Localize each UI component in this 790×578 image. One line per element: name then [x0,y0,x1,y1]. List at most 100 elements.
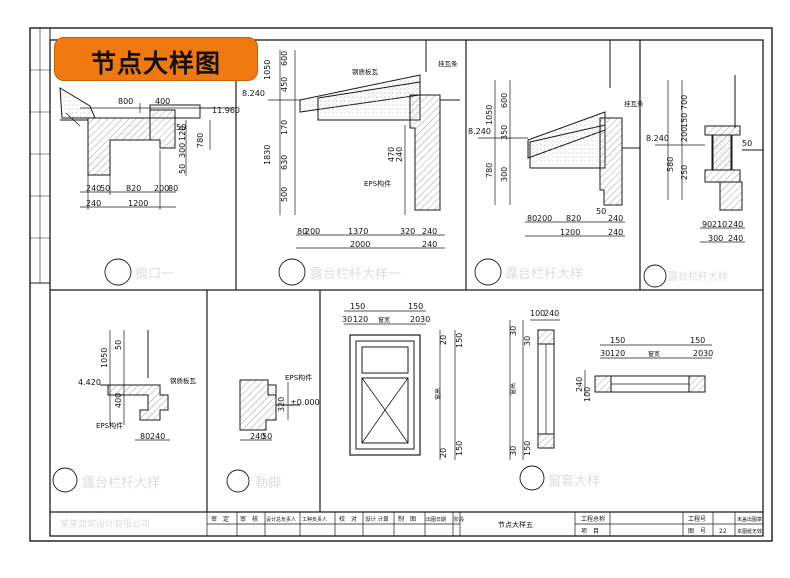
d3-dim-bot2-a: 1200 [560,228,580,237]
detail-7-window-elevation [344,310,456,460]
detail-4-balcony [643,75,763,288]
d1-dim-bot2-b: 1200 [128,199,148,208]
detail-9-window-surround [584,344,712,396]
d8-dim-right-a: 30 [509,446,518,456]
d4-dim-bot2-b: 240 [728,234,743,243]
title-block: 某某建筑设计有限公司 审 定 审 核 设计总负责人 工种负责人 校 对 设计 计… [60,515,762,535]
d4-dim-bot2-a: 300 [708,234,723,243]
d6-dim-240: 240 [250,432,265,441]
d2-elevation: 8.240 [242,89,265,98]
d4-dim-bot1-b: 210 [712,220,727,229]
d3-dim-300: 300 [500,167,509,182]
d1-dim-bot1-b: 50 [100,184,110,193]
d5-ghost-title: 露台栏杆大样 [82,476,160,491]
d5-label-tile: 钢质板瓦 [170,376,197,385]
d1-dim-right-b: 780 [196,133,205,148]
d4-dim-250: 250 [680,165,689,180]
d5-dim-400: 400 [114,393,123,408]
d9-dim-left-b: 100 [583,387,592,402]
d7-dim-right-a: 20 [439,335,448,345]
d3-label-batten: 挂瓦条 [624,99,644,108]
d9-dim-top2-a: 30 [600,349,610,358]
d9-dim-top2-d: 30 [703,349,713,358]
d6-label-eps: EPS构件 [285,373,312,382]
role-approve: 审 定 [211,515,229,523]
d2-dim-bot1-a: 80 [297,227,307,236]
d1-elevation: 11.960 [212,106,240,115]
d2-label-eps: EPS构件 [364,179,391,188]
detail-6-plinth [226,379,300,493]
d6-ghost-title: 勒脚 [255,475,281,491]
d6-elevation: ±0.000 [290,398,320,407]
d6-dim-50: 50 [262,432,272,441]
d1-dim-bot1-c: 820 [126,184,141,193]
d4-dim-150: 150 [680,113,689,128]
d7-dim-right-f: 150 [455,441,464,456]
d2-dim-right-470: 470 [387,147,396,162]
d3-dim-780: 780 [485,163,494,178]
d3-dim-600: 600 [500,93,509,108]
d2-dim-right-240: 240 [395,147,404,162]
d7-dim-width: 窗宽 [378,316,390,324]
project-item-label: 项 目 [581,528,599,535]
d4-elevation: 8.240 [646,134,669,143]
d2-dim-left-170: 170 [280,120,289,135]
d3-dim-350: 350 [500,125,509,140]
detail-1-eave [59,87,236,286]
d9-dim-top1-b: 150 [690,336,705,345]
title-badge-text: 节点大样图 [90,49,221,78]
d3-dim-1050: 1050 [485,105,494,125]
d9-ghost-title: 窗套大样 [548,473,600,489]
d2-dim-left-450: 450 [280,77,289,92]
title-badge: 节点大样图 [54,37,258,81]
project-total-label: 工程总称 [581,515,605,523]
d2-ghost-title: 露台栏杆大样一 [310,267,401,282]
d5-elevation: 4.420 [78,378,101,387]
d4-dim-700: 700 [680,95,689,110]
role-check: 校 对 [339,515,357,523]
stamp-note-2: 本图纸无效 [737,528,762,535]
project-no-label: 工程号 [688,515,706,523]
detail-8-window-section [509,319,560,491]
stamp-note-1: 未盖出图章 [737,516,762,523]
d3-ghost-title: 露台栏杆大样 [505,267,583,282]
drawing-frame [49,39,764,537]
role-discipline-lead: 工种负责人 [302,516,327,523]
d2-dim-bot1-b: 200 [305,227,320,236]
d7-dim-right-c: 150 [455,333,464,348]
d7-dim-height: 窗高 [434,388,442,400]
d9-dim-top2-c: 20 [693,349,703,358]
d8-dim-left-a: 30 [509,326,518,336]
d8-dim-top-a: 100 [530,309,545,318]
d1-dim-vert-a: 50 [178,164,187,174]
detail-5-balcony [52,330,170,493]
d3-dim-bot1-c: 820 [566,214,581,223]
drawing-no-label: 图 号 [688,528,706,535]
d8-dim-height: 窗高 [509,383,517,395]
d4-dim-200: 200 [680,127,689,142]
d4-ghost-title: 露台栏杆大样 [668,270,728,283]
d1-dim-bot1-d: 200 [154,184,169,193]
d3-dim-bot1-d: 240 [608,214,623,223]
d2-dim-left-500: 500 [280,187,289,202]
d9-dim-top1-a: 150 [610,336,625,345]
d3-dim-bot1-a: 80 [527,214,537,223]
d3-dim-bot2-b: 240 [608,228,623,237]
d9-dim-top2-b: 120 [610,349,625,358]
d2-label-tile: 钢质板瓦 [352,67,379,76]
d3-elevation: 8.240 [468,127,491,136]
d1-dim-bot2-a: 240 [86,199,101,208]
role-issue-date: 出图日期 [426,516,446,523]
d9-dim-left-a: 240 [575,377,584,392]
d2-dim-bot1-d: 320 [400,227,415,236]
d7-dim-top2-b: 120 [353,315,368,324]
d2-dim-bot1-c: 1370 [348,227,368,236]
d1-ghost-title: 檐口一 [135,267,174,282]
d7-dim-top2-c: 20 [410,315,420,324]
d7-dim-top1-b: 150 [408,302,423,311]
d5-dim-1050: 1050 [100,348,109,368]
detail-3-balcony [474,40,640,286]
d2-dim-left-1830: 1830 [263,145,272,165]
d2-dim-left-600: 600 [280,51,289,66]
